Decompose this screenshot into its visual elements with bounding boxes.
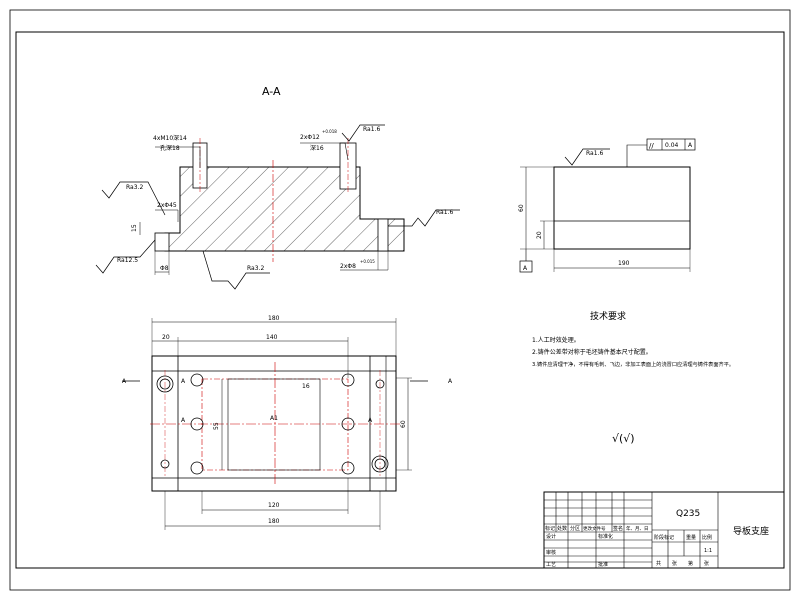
counterbore-label-1: 4xM10深14 xyxy=(153,134,187,142)
tb-standard: 标准化 xyxy=(598,533,613,540)
roughness-symbol-ra125: Ra12.5 xyxy=(95,239,156,274)
bottom-hole-left xyxy=(154,232,170,252)
tech-item-2: 2.铸件公差带对称于毛坯铸件基本尺寸配置。 xyxy=(532,348,652,356)
title-block-text: Q235 导板支座 标记 处数 分区 更改文件号 签名 年、月、日 设计 标准化… xyxy=(545,509,769,568)
plan-overall-height: 60 xyxy=(400,420,407,428)
hole-group xyxy=(156,373,389,475)
counterbore-label-2: 孔深18 xyxy=(160,144,180,152)
plan-centre-a: A xyxy=(181,417,186,424)
plan-outer xyxy=(151,355,397,492)
plan-view: A A 180 20 140 16 A1 A A A 55 60 120 180 xyxy=(122,315,453,530)
tech-item-3: 3.铸件应清理干净，不得有毛刺、飞边，非加工表面上的浇冒口应清理与铸件表面齐平。 xyxy=(532,360,734,368)
bottom-hole-right xyxy=(377,218,389,252)
roughness-symbol-left: Ra3.2 xyxy=(101,181,166,216)
counterbore-right-depth: 深16 xyxy=(310,144,324,152)
tb-approve: 批准 xyxy=(598,561,608,568)
side-height-total: 60 xyxy=(518,204,525,212)
svg-text:Ra3.2: Ra3.2 xyxy=(126,184,143,191)
parallelism-symbol: // xyxy=(649,142,654,150)
datum-flag: A xyxy=(523,265,528,272)
plan-hole-spacing: 140 xyxy=(266,334,278,341)
section-a-left: A xyxy=(122,378,127,385)
roughness-symbol-top: Ra1.6 xyxy=(341,124,385,142)
section-title: A-A xyxy=(262,85,281,98)
tb-stage-2: 比例 xyxy=(702,534,712,541)
tb-sheet-3: 张 xyxy=(704,560,709,567)
side-roughness: Ra1.6 xyxy=(586,150,603,157)
chamfer-label: 2xΦ45 xyxy=(157,202,177,209)
svg-text:Ra1.6: Ra1.6 xyxy=(436,209,453,216)
parallelism-value: 0.04 xyxy=(665,142,679,149)
tb-stage-1: 重量 xyxy=(686,534,696,541)
plan-overall-width: 180 xyxy=(268,315,280,322)
tb-header-2: 分区 xyxy=(570,525,580,532)
side-width: 190 xyxy=(618,260,630,267)
part-name-label: 导板支座 xyxy=(733,525,769,537)
tb-scale: 1:1 xyxy=(704,548,712,554)
roughness-symbol-right: Ra1.6 xyxy=(388,209,460,227)
counterbore-right-tol: +0.018 xyxy=(322,129,337,134)
side-height-step: 20 xyxy=(536,231,543,239)
tech-requirements: 技术要求 1.人工时效处理。 2.铸件公差带对称于毛坯铸件基本尺寸配置。 3.铸… xyxy=(532,310,734,445)
section-view: A-A 4xM10深14 孔深18 2xΦ12 +0.018 深16 Ra1.6… xyxy=(95,85,460,290)
material-label: Q235 xyxy=(676,509,700,519)
plan-offset: 20 xyxy=(162,334,170,341)
tb-header-0: 标记 xyxy=(545,525,555,532)
tech-item-1: 1.人工时效处理。 xyxy=(532,336,580,344)
plan-hole-a-right: A xyxy=(368,417,373,424)
tb-process: 工艺 xyxy=(546,562,556,568)
dim-phi8: Φ8 xyxy=(160,265,169,272)
tb-header-3: 更改文件号 xyxy=(583,525,606,532)
roughness-note: √(√) xyxy=(612,432,635,445)
tb-header-4: 签名 xyxy=(613,525,623,532)
tb-sheet-2: 第 xyxy=(688,560,693,567)
section-a-right: A xyxy=(448,378,453,385)
tb-sheet-0: 共 xyxy=(656,560,661,567)
plan-bottom-spacing: 120 xyxy=(268,502,280,509)
plan-hole-a-left: A xyxy=(181,378,186,385)
svg-text:Ra1.6: Ra1.6 xyxy=(363,126,380,133)
outer-border xyxy=(9,9,791,591)
plan-bottom-overall: 180 xyxy=(268,518,280,525)
tb-stage-0: 阶段标记 xyxy=(654,534,674,541)
parallelism-datum: A xyxy=(688,142,693,149)
tech-title: 技术要求 xyxy=(590,310,626,322)
tb-header-1: 处数 xyxy=(557,525,567,532)
plan-height-dim: 55 xyxy=(213,422,220,430)
bottom-hole-label: 2xΦ8 xyxy=(340,263,356,270)
tb-sheet-1: 张 xyxy=(672,560,677,567)
bottom-hole-tol: +0.015 xyxy=(360,259,375,264)
tb-header-5: 年、月、日 xyxy=(626,525,649,532)
counterbore-right-label: 2xΦ12 xyxy=(300,134,320,141)
plan-pocket xyxy=(201,378,349,471)
svg-text:Ra3.2: Ra3.2 xyxy=(247,265,264,272)
plan-inner-dim: 16 xyxy=(302,383,310,390)
tb-design: 设计 xyxy=(546,533,556,540)
roughness-symbol-bottom: Ra3.2 xyxy=(202,250,270,290)
plan-center-mark: A1 xyxy=(270,415,278,422)
inner-border xyxy=(15,31,785,569)
side-body xyxy=(553,166,691,250)
dim-15: 15 xyxy=(131,224,138,232)
title-block xyxy=(543,491,785,569)
tb-review: 审核 xyxy=(546,549,556,556)
svg-text:Ra12.5: Ra12.5 xyxy=(117,257,138,264)
side-view: 60 20 190 Ra1.6 // 0.04 A A xyxy=(518,138,696,273)
